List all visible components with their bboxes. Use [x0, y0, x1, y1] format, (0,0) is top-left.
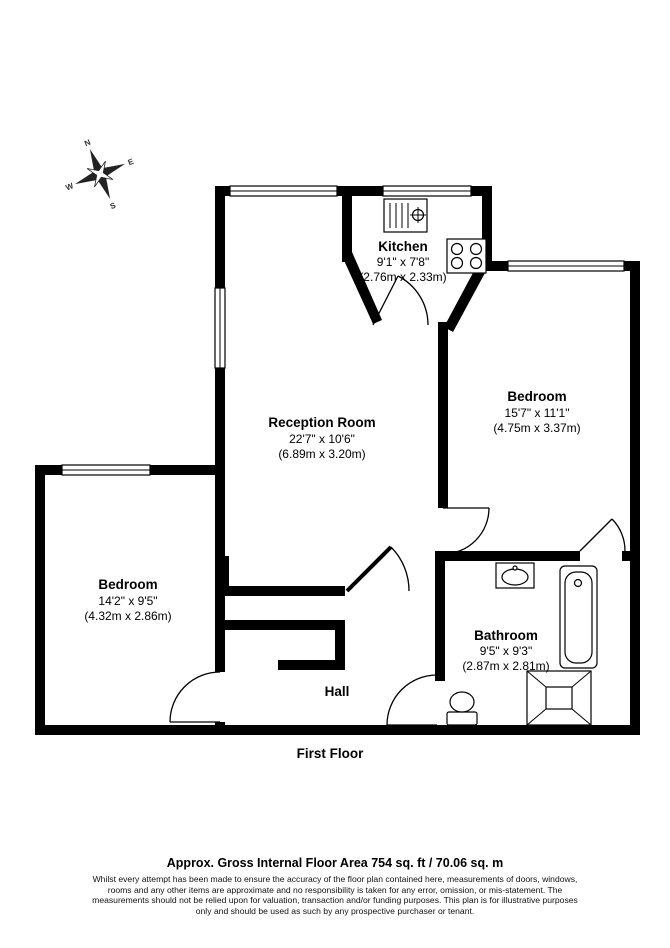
- room-name: Bedroom: [98, 577, 157, 592]
- kitchen-fixtures: [383, 198, 487, 274]
- disclaimer-line: Whilst every attempt has been made to en…: [92, 874, 578, 884]
- disclaimer-line: only and should be used as such by any p…: [195, 905, 475, 916]
- room-dims-metric: (4.32m x 2.86m): [84, 609, 171, 623]
- kitchen-door: [372, 275, 429, 326]
- room-dims-imperial: 15'7" x 11'1": [505, 406, 570, 420]
- bedroom-right-second-door: [579, 518, 626, 552]
- floor-title: First Floor: [297, 746, 364, 761]
- room-name: Bathroom: [474, 628, 538, 643]
- walls: [35, 186, 640, 735]
- room-name: Kitchen: [378, 239, 428, 254]
- shower-icon: [526, 670, 592, 726]
- room-label-bathroom: Bathroom 9'5" x 9'3" (2.87m x 2.81m): [462, 628, 549, 673]
- hob-icon: [446, 238, 487, 274]
- room-label-reception: Reception Room 22'7" x 10'6" (6.89m x 3.…: [268, 415, 375, 461]
- window: [214, 287, 226, 369]
- window: [382, 185, 472, 197]
- basin-icon: [495, 562, 535, 589]
- reception-hall-door: [345, 545, 410, 593]
- room-label-bedroom-left: Bedroom 14'2" x 9'5" (4.32m x 2.86m): [84, 577, 171, 623]
- bedroom-left-door: [169, 671, 221, 723]
- window: [507, 260, 625, 272]
- window: [61, 464, 151, 476]
- room-dims-imperial: 9'1" x 7'8": [377, 255, 429, 269]
- room-dims-metric: (2.87m x 2.81m): [462, 659, 549, 673]
- room-label-bedroom-right: Bedroom 15'7" x 11'1" (4.75m x 3.37m): [493, 389, 580, 435]
- room-dims-imperial: 22'7" x 10'6": [289, 432, 355, 446]
- doors: [169, 275, 626, 726]
- room-dims-metric: (2.76m x 2.33m): [359, 270, 446, 284]
- bathroom-door: [386, 674, 438, 726]
- compass-west-label: W: [64, 181, 75, 192]
- room-dims-imperial: 9'5" x 9'3": [480, 644, 532, 658]
- compass-east-label: E: [127, 157, 136, 168]
- room-dims-imperial: 14'2" x 9'5": [98, 594, 157, 608]
- window: [229, 185, 338, 197]
- sink-drainer-icon: [383, 198, 428, 233]
- compass-rose-icon: N E S W: [64, 138, 136, 212]
- room-label-kitchen: Kitchen 9'1" x 7'8" (2.76m x 2.33m): [359, 239, 446, 284]
- bathroom-fixtures: [446, 562, 598, 726]
- bathtub-icon: [559, 565, 598, 669]
- disclaimer-text: Whilst every attempt has been made to en…: [0, 874, 670, 916]
- room-dims-metric: (6.89m x 3.20m): [278, 447, 365, 461]
- room-dims-metric: (4.75m x 3.37m): [493, 421, 580, 435]
- bedroom-right-door: [442, 507, 490, 555]
- windows: [61, 185, 625, 476]
- room-name: Reception Room: [268, 415, 375, 430]
- compass-south-label: S: [109, 201, 118, 212]
- toilet-icon: [446, 691, 478, 726]
- compass-north-label: N: [83, 138, 92, 149]
- disclaimer-line: rooms and any other items are approximat…: [107, 884, 563, 895]
- floor-area-summary: Approx. Gross Internal Floor Area 754 sq…: [166, 856, 504, 870]
- disclaimer-line: measurements should not be relied upon f…: [92, 895, 578, 905]
- room-label-hall: Hall: [325, 684, 350, 699]
- footer: Approx. Gross Internal Floor Area 754 sq…: [0, 856, 670, 916]
- room-name: Bedroom: [507, 389, 566, 404]
